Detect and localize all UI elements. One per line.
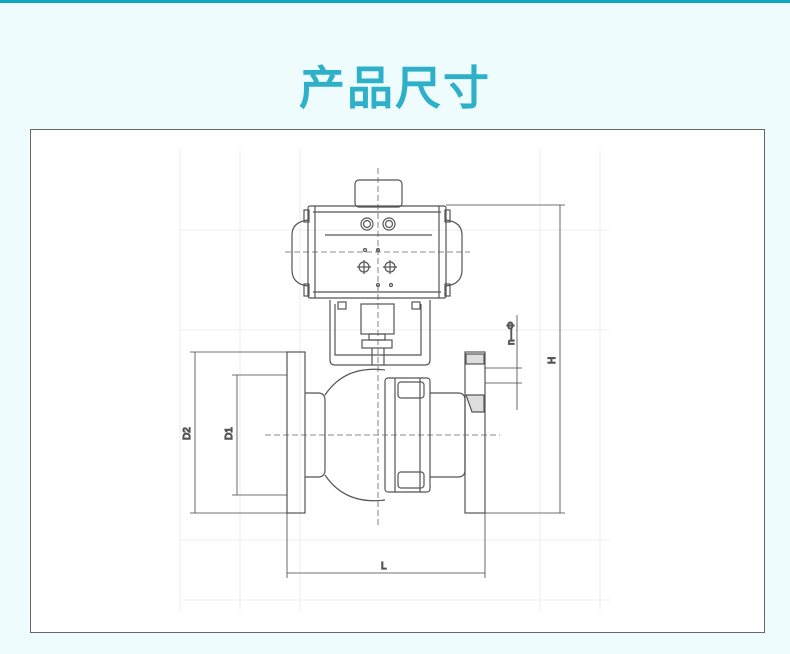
page-title: 产品尺寸 bbox=[299, 61, 491, 115]
top-accent-bar bbox=[0, 0, 790, 3]
d1-label: D1 bbox=[224, 427, 235, 440]
valve-body bbox=[286, 351, 486, 514]
background-grid bbox=[179, 150, 610, 610]
pneumatic-actuator bbox=[291, 179, 463, 299]
diagram-frame bbox=[30, 129, 765, 633]
mounting-bracket bbox=[329, 300, 431, 366]
n-phi-label: n—Φ bbox=[506, 321, 517, 345]
l-label: L bbox=[381, 561, 387, 572]
d2-label: D2 bbox=[182, 427, 193, 440]
h-label: H bbox=[547, 357, 558, 364]
dimension-lines bbox=[190, 204, 565, 578]
